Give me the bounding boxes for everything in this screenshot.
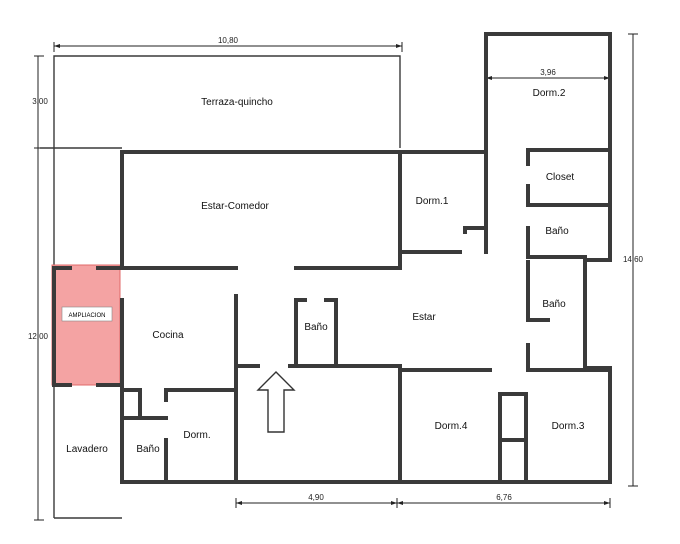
dimension-right-total-label: 14,60 <box>623 255 644 264</box>
room-estar: Estar <box>412 312 436 323</box>
room-lavadero: Lavadero <box>66 444 108 455</box>
room-closet: Closet <box>546 172 575 183</box>
room-estar-comedor: Estar-Comedor <box>201 201 269 212</box>
room-dorm4: Dorm.4 <box>435 421 468 432</box>
ampliacion-area <box>51 264 121 386</box>
room-terraza-quincho: Terraza-quincho <box>201 97 273 108</box>
dimension-left-main: 12,00 <box>28 148 49 521</box>
room-bano-center: Baño <box>304 322 328 333</box>
dimension-bottom-right-label: 6,76 <box>496 493 512 502</box>
room-cocina: Cocina <box>152 330 184 341</box>
room-bano-lower-left: Baño <box>136 444 160 455</box>
left-strip-outline <box>53 148 122 519</box>
room-dorm1: Dorm.1 <box>416 196 449 207</box>
dimension-left-top: 3,00 <box>32 55 48 149</box>
dimension-top-width: 10,80 <box>53 36 403 52</box>
dimension-bottom-left-label: 4,90 <box>308 493 324 502</box>
ampliacion-label-box <box>61 306 113 322</box>
entrance-arrow-icon <box>256 371 296 433</box>
room-bano-right-lower: Baño <box>542 299 566 310</box>
dimension-left-main-label: 12,00 <box>28 332 49 341</box>
dimension-dorm2-width-label: 3,96 <box>540 68 556 77</box>
room-dorm2: Dorm.2 <box>533 88 566 99</box>
ampliacion-label: AMPLIACION <box>68 313 105 319</box>
dimension-right-total: 14,60 <box>623 33 644 487</box>
dimension-dorm2-width: 3,96 <box>486 68 610 80</box>
room-dorm3: Dorm.3 <box>552 421 585 432</box>
room-bano-right-upper: Baño <box>545 226 569 237</box>
dimension-top-width-label: 10,80 <box>218 36 239 45</box>
dimension-bottom-left: 4,90 <box>235 493 398 508</box>
room-dorm: Dorm. <box>183 430 210 441</box>
dimension-left-top-label: 3,00 <box>32 97 48 106</box>
dimension-bottom-right: 6,76 <box>397 493 611 508</box>
walls <box>52 32 612 484</box>
